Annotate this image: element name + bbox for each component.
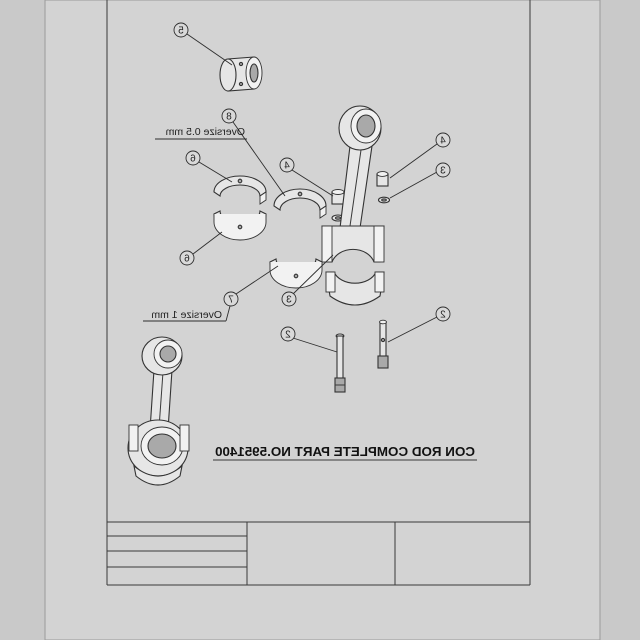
callout-label: 6 [190,154,196,165]
washer-right [377,196,391,204]
bearing-shell-upper-left [213,175,267,205]
callout-label: 7 [228,295,234,306]
dowel-sleeve-left [331,189,345,205]
callout-label: 4 [284,161,290,172]
callout-label: 4 [440,136,446,147]
connecting-rod-exploded [321,105,385,263]
callout-3-left: 3 [281,291,297,307]
bearing-shell-lower-left [213,210,267,241]
callout-label: 2 [285,330,291,341]
callout-2-right: 2 [435,306,451,322]
connecting-rod-assembled [127,336,190,486]
callout-4-right: 4 [435,132,451,148]
mirrored-drawing: 5 8 6 6 7 4 3 2 [127,22,477,486]
oversize-small-note: Oversize 0.5 mm [165,126,245,138]
callout-3-right: 3 [435,162,451,178]
oversize-large-note: Oversize 1 mm [151,309,222,321]
bearing-shell-upper-oversize [273,188,327,219]
connecting-rod-cap [325,271,385,306]
rod-bolt-right [377,319,389,369]
title-block [107,521,530,585]
callout-6-upper: 6 [185,150,201,166]
drawing-title: CON ROD COMPLETE PART NO.5951400 [215,445,475,459]
dowel-sleeve-right [376,171,389,187]
rod-bolt-left [334,333,346,393]
callout-label: 8 [226,112,232,123]
callout-5: 5 [173,22,189,38]
callout-7: 7 [223,291,239,307]
paper-sheet [44,0,601,640]
bushing-part [219,56,263,92]
callout-4-left: 4 [279,157,295,173]
callout-label: 3 [440,166,446,177]
callout-label: 2 [440,310,446,321]
callout-8: 8 [221,108,237,124]
drawing-frame [106,0,531,586]
callout-6-lower: 6 [179,250,195,266]
callout-label: 3 [286,295,292,306]
callout-label: 6 [184,254,190,265]
callout-label: 5 [178,26,184,37]
callout-2-left: 2 [280,326,296,342]
leader-lines [143,33,438,353]
